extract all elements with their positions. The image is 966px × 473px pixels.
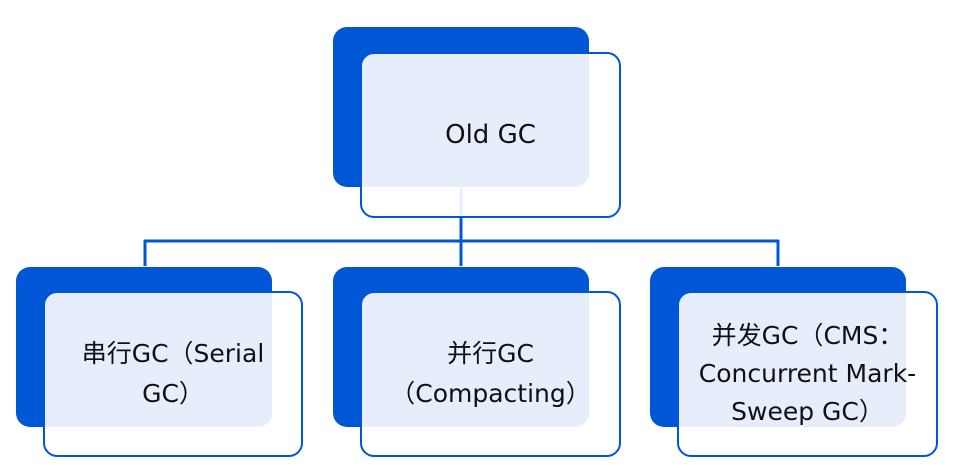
parallel-node-box: 并行GC（Compacting）	[360, 291, 621, 457]
child-node-parallel-gc: 并行GC（Compacting）	[333, 267, 623, 460]
concurrent-node-label: 并发GC（CMS：Concurrent Mark-Sweep GC）	[698, 321, 917, 426]
root-node-old-gc: Old GC	[333, 27, 623, 219]
serial-node-label: 串行GC（Serial GC）	[81, 339, 265, 408]
concurrent-node-box: 并发GC（CMS：Concurrent Mark-Sweep GC）	[677, 291, 938, 457]
root-node-label: Old GC	[445, 120, 536, 150]
parallel-node-label: 并行GC（Compacting）	[390, 339, 591, 408]
root-node-box: Old GC	[360, 52, 621, 218]
serial-node-box: 串行GC（Serial GC）	[43, 291, 303, 457]
child-node-serial-gc: 串行GC（Serial GC）	[16, 267, 306, 460]
child-node-concurrent-gc: 并发GC（CMS：Concurrent Mark-Sweep GC）	[650, 267, 940, 460]
